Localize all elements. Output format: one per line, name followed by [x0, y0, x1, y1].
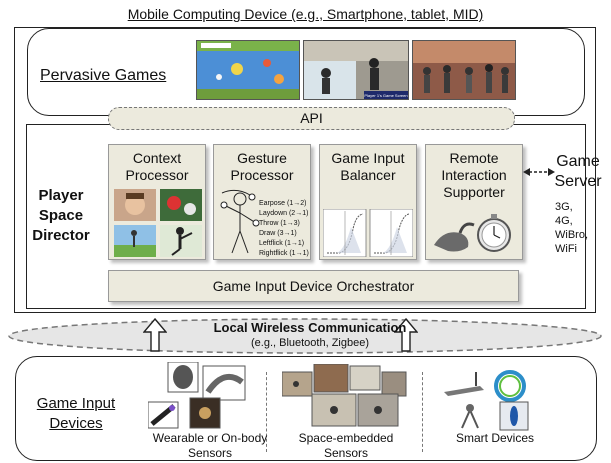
device-separator — [266, 372, 267, 452]
network-list: 3G, 4G, WiBro, WiFi — [555, 200, 595, 256]
headset-and-stopwatch — [434, 214, 511, 252]
wearable-sensors-photos — [148, 362, 246, 429]
game-screenshot-players: Player 1's Game Screen — [303, 40, 409, 100]
network-item: WiFi — [555, 243, 577, 255]
game-screenshot-crowd — [412, 40, 516, 100]
mobile-device-frame — [14, 27, 596, 313]
smart-devices-photos — [444, 370, 529, 431]
game-screenshot-underwater — [196, 40, 300, 100]
gesture-item: Leftflick (1→1) — [259, 240, 305, 247]
gesture-item: Draw (3→1) — [259, 230, 297, 237]
device-title: Mobile Computing Device (e.g., Smartphon… — [127, 6, 484, 22]
gesture-item: Laydown (2→1) — [259, 210, 309, 217]
game-input-device-orchestrator: Game Input Device Orchestrator — [108, 270, 519, 302]
network-item: WiBro, — [555, 229, 588, 241]
wireless-label: Local Wireless Communication — [213, 320, 407, 335]
api-bar: API — [108, 107, 515, 130]
game-server-label: Game Server — [554, 153, 602, 190]
up-arrow-left-icon — [143, 318, 167, 352]
game-screen-caption: Player 1's Game Screen — [364, 93, 407, 98]
smart-devices-caption: Smart Devices — [455, 431, 535, 445]
remote-interaction-supporter-title: Remote Interaction Supporter — [441, 150, 507, 200]
gesture-item: Earpose (1→2) — [259, 200, 307, 207]
game-input-devices-label: Game Input Devices — [36, 395, 116, 432]
context-processor-title: Context Processor — [125, 150, 189, 183]
gesture-list: Earpose (1→2) Laydown (2→1) Throw (1→3) … — [259, 199, 311, 259]
space-embedded-sensors-caption: Space-embedded Sensors — [298, 431, 394, 460]
player-space-director-label: Player Space Director — [32, 187, 90, 244]
body-gesture-figure — [220, 189, 260, 254]
gesture-item: Throw (1→3) — [259, 220, 300, 227]
gesture-processor-module: Gesture Processor Earpose (1→2) Laydown … — [213, 144, 311, 260]
pervasive-games-label: Pervasive Games — [40, 67, 167, 84]
network-item: 3G, — [555, 201, 573, 213]
gesture-processor-title: Gesture Processor — [230, 150, 294, 183]
game-input-balancer-module: Game Input Balancer — [319, 144, 417, 260]
device-separator — [422, 372, 423, 452]
remote-interaction-supporter-module: Remote Interaction Supporter — [425, 144, 523, 260]
space-embedded-sensors-photos — [282, 364, 407, 427]
context-photos — [114, 189, 202, 257]
wireless-sub-label: (e.g., Bluetooth, Zigbee) — [250, 337, 369, 349]
game-input-balancer-title: Game Input Balancer — [331, 150, 405, 183]
gesture-item: Rightflick (1→1) — [259, 250, 309, 257]
server-link-arrow — [523, 168, 555, 176]
up-arrow-right-icon — [394, 318, 418, 352]
wearable-sensors-caption: Wearable or On-body Sensors — [152, 431, 268, 460]
network-item: 4G, — [555, 215, 573, 227]
context-processor-module: Context Processor — [108, 144, 206, 260]
balancer-plots — [323, 209, 413, 257]
